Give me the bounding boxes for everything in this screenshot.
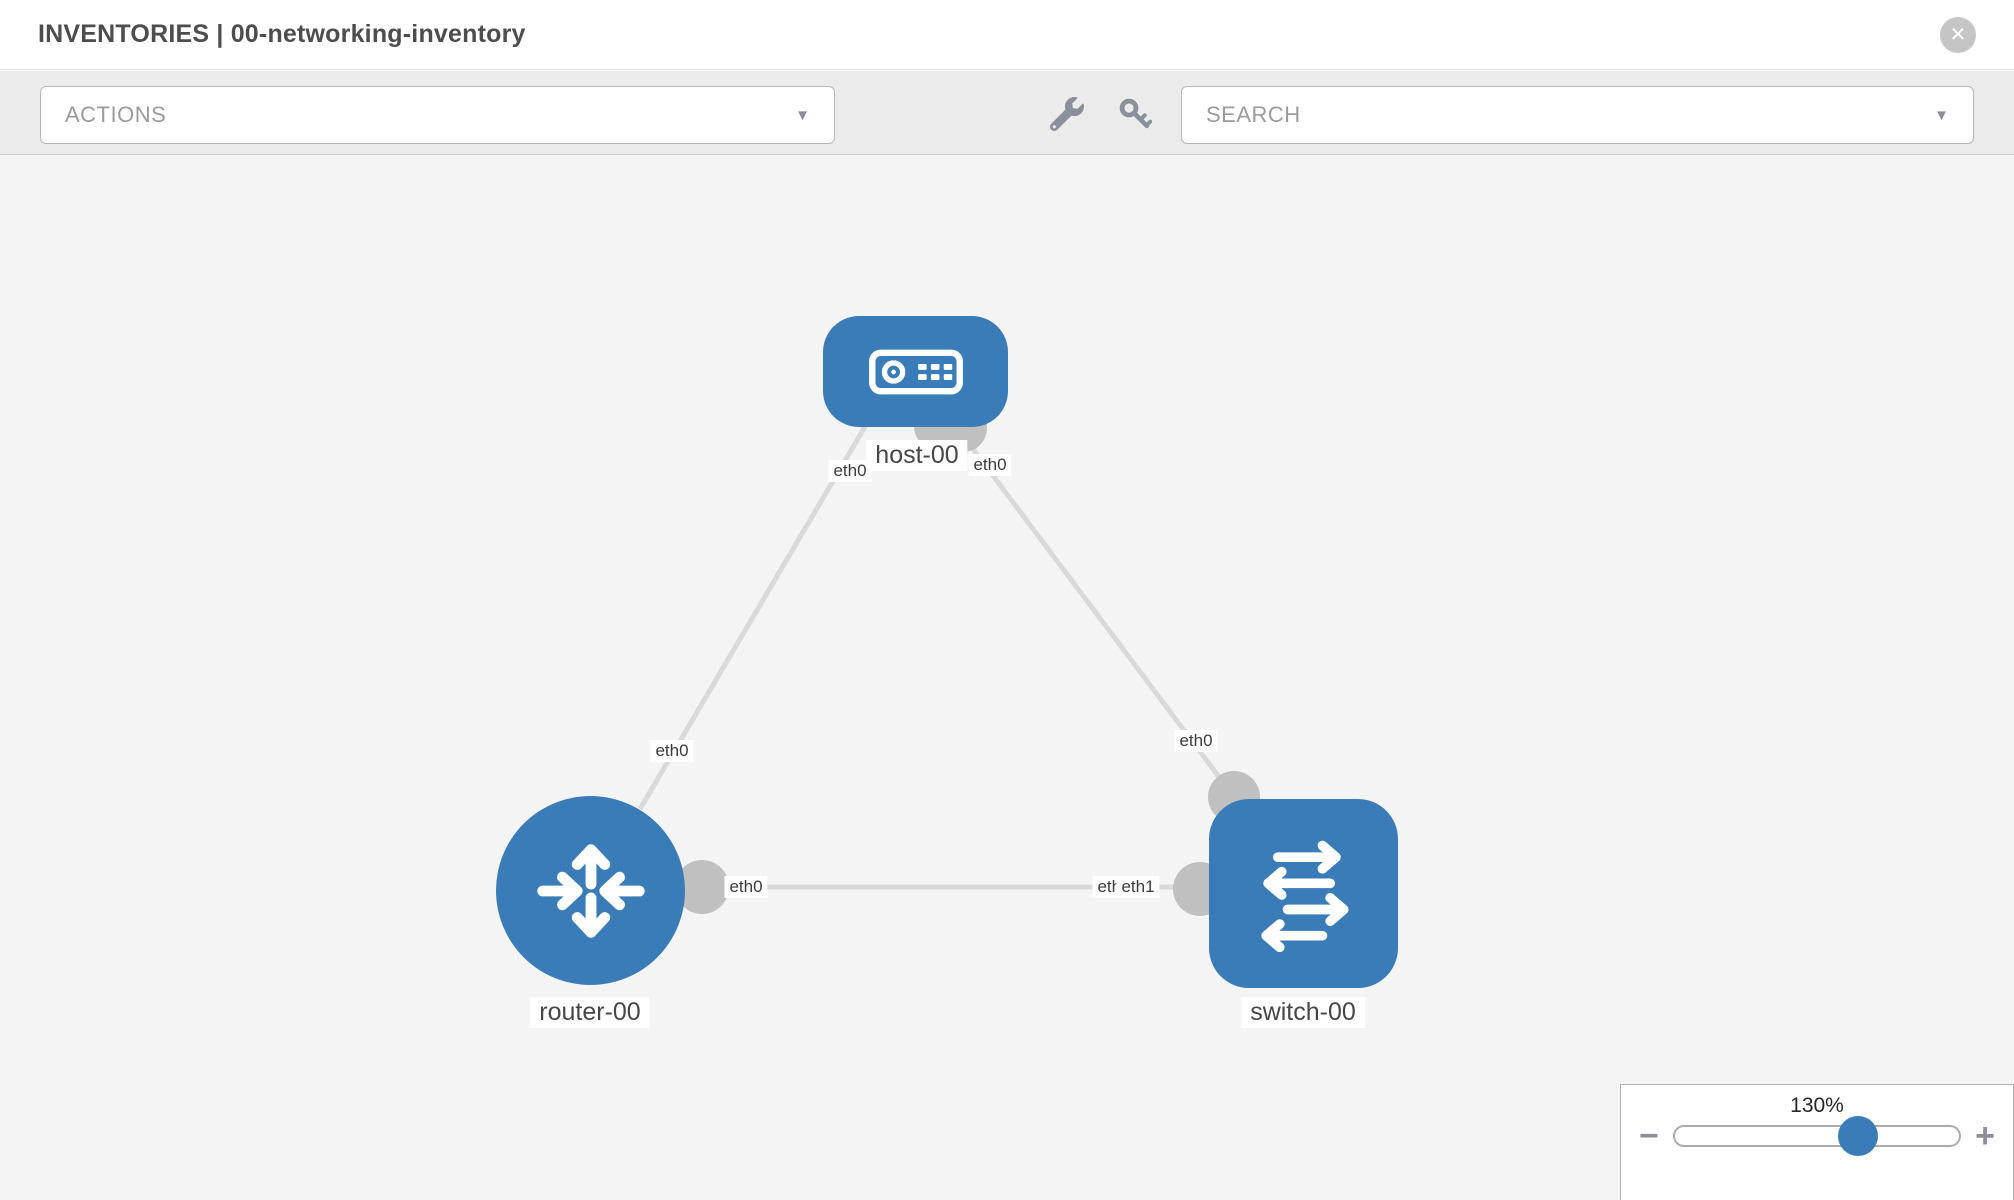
node-switch-00[interactable] (1209, 799, 1398, 988)
search-dropdown[interactable]: SEARCH ▼ (1181, 86, 1974, 144)
wrench-icon (1050, 97, 1084, 131)
zoom-slider[interactable] (1672, 1116, 1962, 1156)
key-button[interactable] (1118, 97, 1152, 131)
minus-icon: − (1639, 1117, 1659, 1155)
actions-dropdown-label: ACTIONS (65, 102, 167, 127)
zoom-slider-thumb[interactable] (1838, 1116, 1879, 1156)
port-label-switch-to-host: eth0 (1174, 730, 1218, 752)
port-connector-router-right (675, 860, 729, 914)
node-host-00[interactable] (823, 316, 1008, 427)
port-label-router-to-host: eth0 (650, 740, 694, 762)
switch-arrows-icon (1260, 840, 1349, 952)
zoom-out-button[interactable]: − (1639, 1119, 1659, 1153)
wrench-button[interactable] (1050, 97, 1084, 131)
port-label-router-to-switch: eth0 (724, 876, 768, 898)
header-bar: INVENTORIES | 00-networking-inventory ✕ (0, 0, 2014, 70)
close-icon: ✕ (1949, 24, 1967, 46)
zoom-in-button[interactable]: + (1975, 1119, 1995, 1153)
router-arrows-icon (536, 843, 645, 938)
actions-dropdown[interactable]: ACTIONS ▼ (40, 86, 835, 144)
server-icon (868, 349, 963, 394)
zoom-control-panel: 130% − + (1620, 1084, 2014, 1200)
page-title: INVENTORIES | 00-networking-inventory (38, 20, 526, 48)
plus-icon: + (1975, 1117, 1995, 1155)
zoom-level-value: 130% (1790, 1094, 1844, 1117)
key-icon (1119, 98, 1152, 129)
close-button[interactable]: ✕ (1940, 16, 1976, 53)
node-label-switch: switch-00 (1241, 997, 1365, 1028)
toolbar: ACTIONS ▼ SEARCH ▼ (0, 71, 2014, 155)
port-label-host-to-switch: eth0 (968, 454, 1012, 476)
port-label-switch-eth1: eth1 (1116, 876, 1160, 898)
search-dropdown-label: SEARCH (1206, 102, 1301, 127)
topology-links-layer (637, 402, 1260, 916)
chevron-down-icon: ▼ (1934, 106, 1949, 124)
node-label-router: router-00 (530, 997, 650, 1028)
topology-canvas[interactable]: host-00 router-00 switch-00 eth0 eth0 et… (0, 156, 2014, 1200)
node-label-host: host-00 (866, 440, 968, 471)
node-router-00[interactable] (496, 796, 685, 985)
port-label-host-to-router: eth0 (828, 460, 872, 482)
chevron-down-icon: ▼ (795, 106, 810, 124)
